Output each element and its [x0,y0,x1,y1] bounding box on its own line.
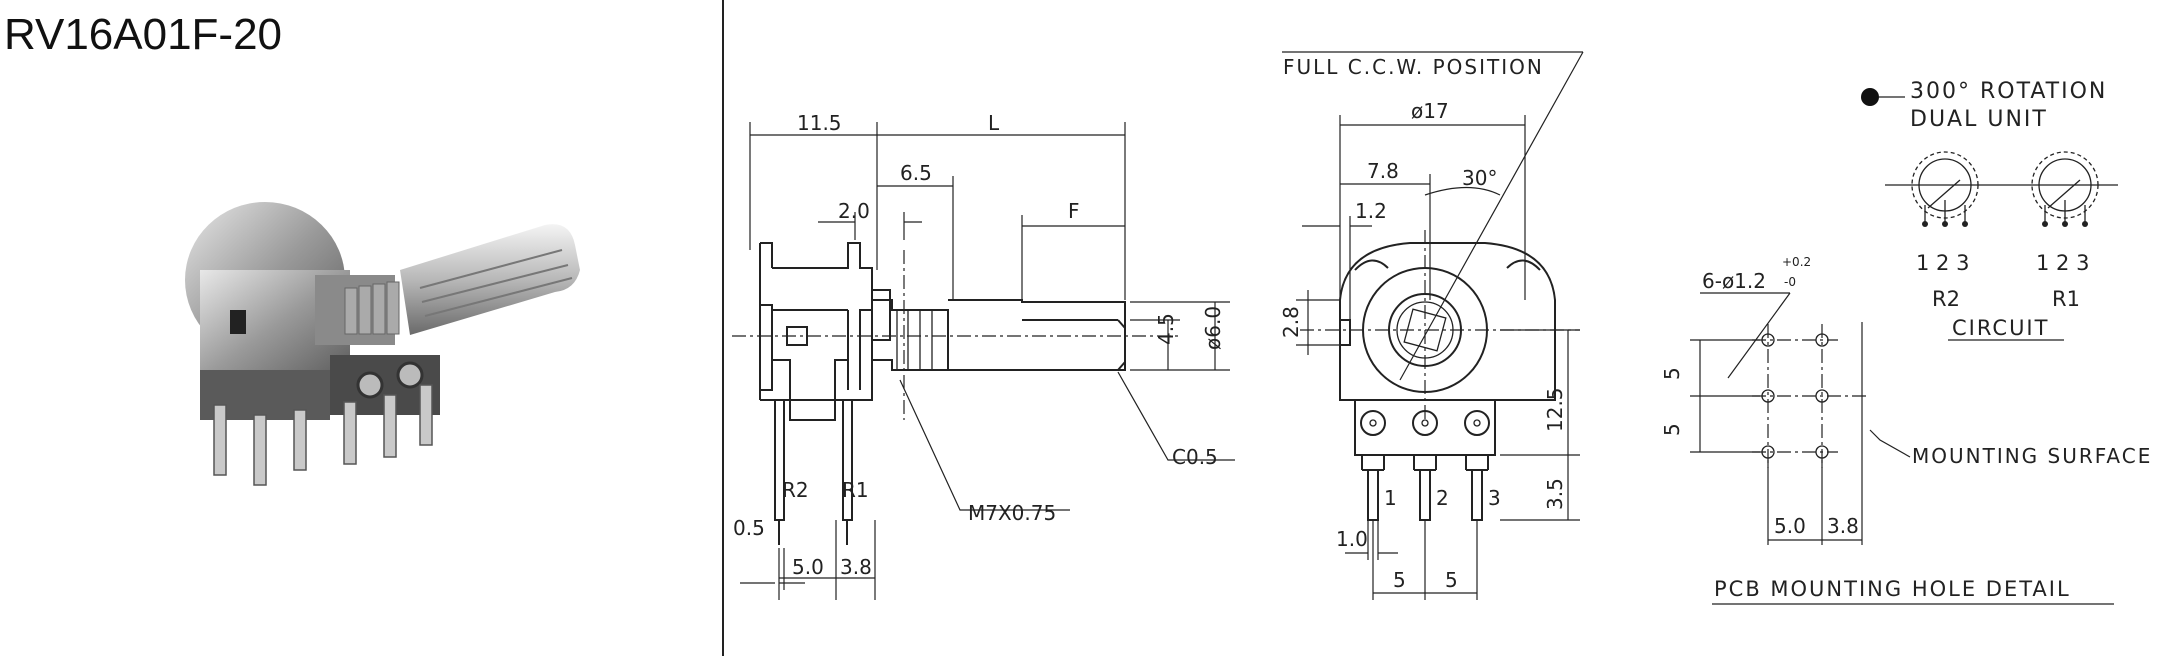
dim-1-0: 1.0 [1336,527,1368,551]
dim-11-5: 11.5 [797,111,842,135]
pitch-h: 5.0 [1774,514,1806,538]
offset-h: 3.8 [1827,514,1859,538]
angle-30: 30° [1462,166,1497,190]
pin-2-label: 2 [1436,486,1449,510]
tol-lower: -0 [1784,275,1796,289]
label-r1: R1 [842,478,869,502]
label-r2: R2 [782,478,809,502]
product-model-title: RV16A01F-20 [4,10,283,59]
pitch-b: 5 [1445,568,1458,592]
thread-callout: M7X0.75 [968,501,1056,525]
dim-6-5: 6.5 [900,161,932,185]
panel-divider [722,0,724,656]
dim-0-5: 0.5 [733,516,765,540]
chamfer-callout: C0.5 [1172,445,1218,469]
circuit-label-r2: R2 [1932,287,1960,311]
circuit-pins-left: 1 2 3 [1916,251,1969,275]
pin-3-label: 3 [1488,486,1501,510]
dim-2-0: 2.0 [838,199,870,223]
mounting-surface-label: MOUNTING SURFACE [1912,444,2152,468]
pcb-caption: PCB MOUNTING HOLE DETAIL [1714,577,2071,601]
circuit-caption: CIRCUIT [1952,316,2049,340]
dim-L: L [988,111,1000,135]
dim-F: F [1068,199,1080,223]
circuit-pins-right: 1 2 3 [2036,251,2089,275]
rotation-line-1: 300° ROTATION [1910,79,2107,104]
pin-1-label: 1 [1384,486,1397,510]
dim-dia-6: ø6.0 [1201,306,1225,350]
front-view: FULL C.C.W. POSITION ø17 7.8 30° 1.2 2.8… [1279,51,1584,600]
dim-2-8: 2.8 [1279,306,1303,338]
circuit-diagram: 300° ROTATION DUAL UNIT 1 2 3 1 2 3 R2 R… [1861,79,2118,341]
circuit-label-r1: R1 [2052,287,2080,311]
pitch-v2: 5 [1660,423,1684,436]
rotation-line-2: DUAL UNIT [1910,107,2048,132]
dim-3-8: 3.8 [840,555,872,579]
dim-dia-17: ø17 [1411,99,1449,123]
dim-12-5: 12.5 [1543,387,1567,432]
tol-upper: +0.2 [1782,255,1811,269]
side-view: 11.5 L 6.5 2.0 F 4.5 ø6.0 R2 R1 0.5 5.0 … [732,111,1235,600]
pitch-a: 5 [1393,568,1406,592]
ccw-note: FULL C.C.W. POSITION [1283,55,1544,79]
potentiometer-photo [185,202,580,486]
dim-7-8: 7.8 [1367,159,1399,183]
dim-3-5: 3.5 [1543,478,1567,510]
holes-spec: 6-ø1.2 [1702,269,1766,293]
pitch-v1: 5 [1660,367,1684,380]
dim-1-2: 1.2 [1355,199,1387,223]
pcb-hole-detail: 6-ø1.2 +0.2 -0 5 5 MOUNTING SURFACE 5.0 … [1660,255,2152,605]
dim-5-0: 5.0 [792,555,824,579]
dim-4-5: 4.5 [1154,313,1178,345]
